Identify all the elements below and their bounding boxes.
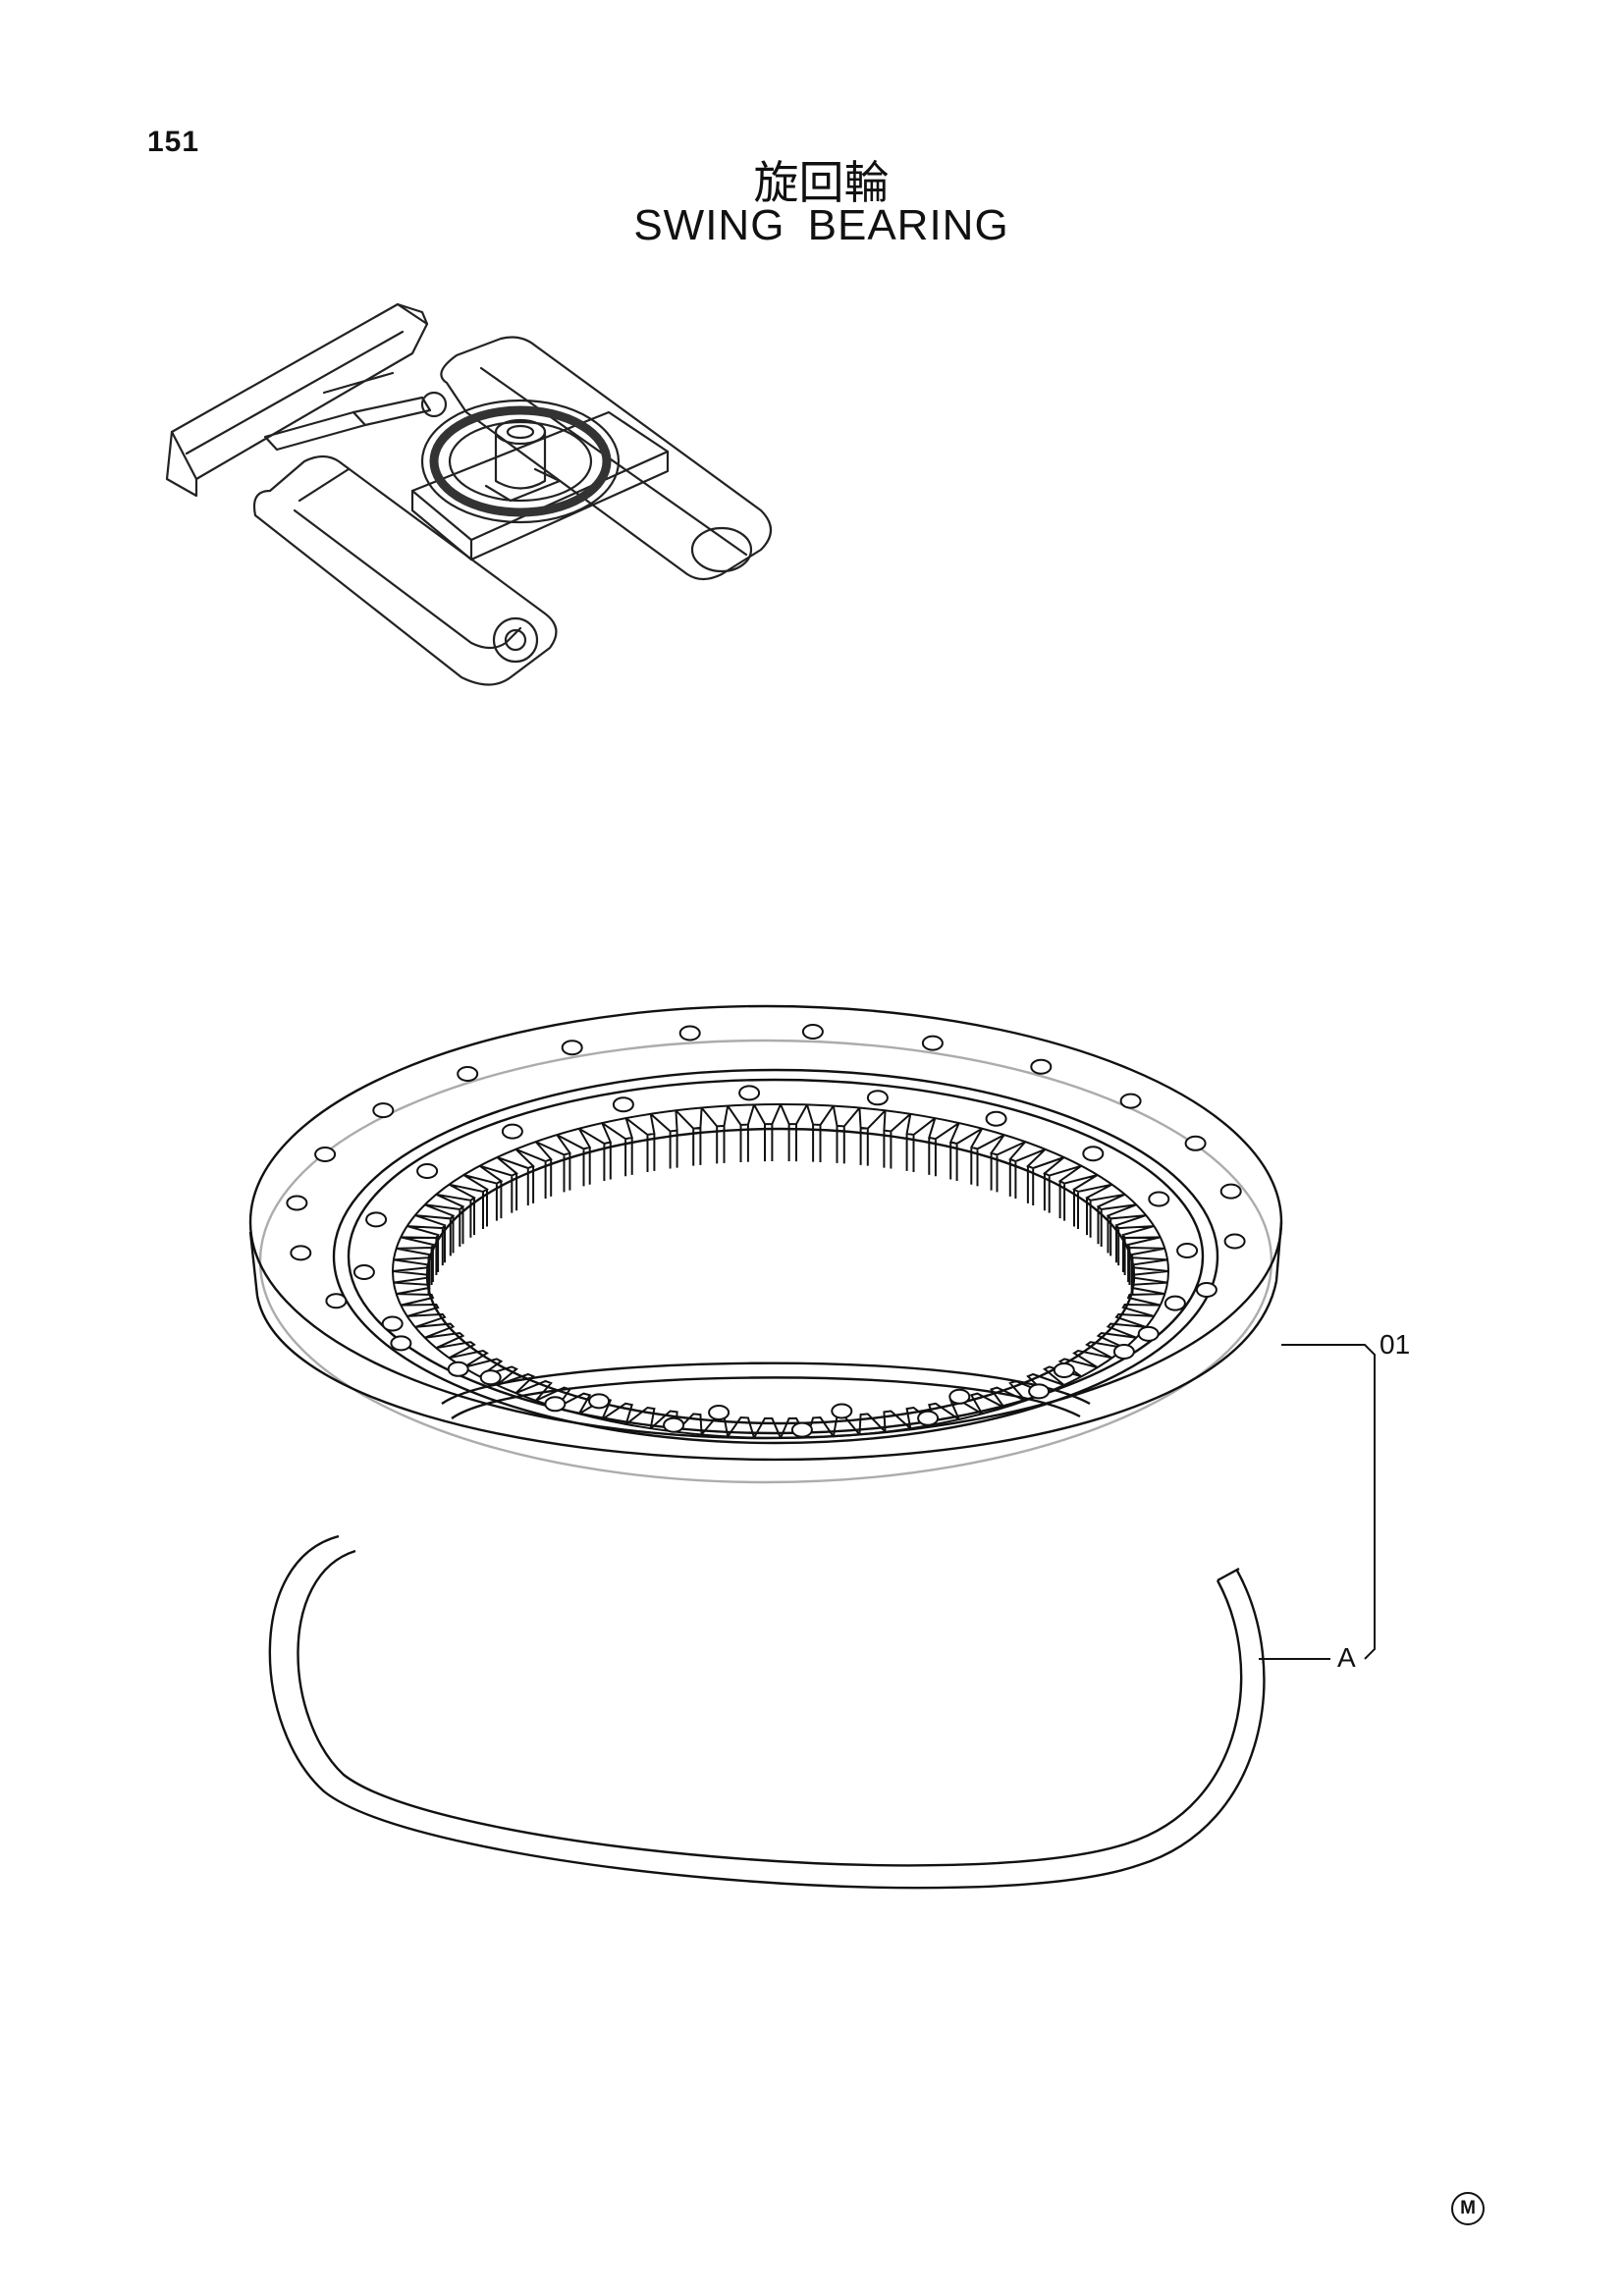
gear-teeth-path bbox=[392, 1103, 1169, 1439]
bolt-hole bbox=[612, 1096, 634, 1113]
title-english: SWING BEARING bbox=[633, 201, 1009, 249]
bolt-hole bbox=[1176, 1243, 1199, 1258]
bolt-hole bbox=[1112, 1344, 1135, 1360]
bolt-hole bbox=[985, 1110, 1007, 1127]
bolt-hole bbox=[457, 1066, 479, 1082]
bolt-hole bbox=[917, 1410, 940, 1426]
bolt-hole bbox=[416, 1163, 439, 1179]
bolt-hole bbox=[325, 1293, 348, 1309]
bolt-hole bbox=[479, 1369, 502, 1386]
bolt-hole bbox=[1195, 1282, 1217, 1298]
bolt-hole bbox=[738, 1085, 761, 1101]
bolt-hole bbox=[352, 1264, 375, 1280]
bolt-holes bbox=[286, 1024, 1246, 1438]
page-number: 151 bbox=[147, 126, 200, 158]
bolt-hole bbox=[801, 1024, 824, 1040]
callout-part-a: A bbox=[1337, 1642, 1356, 1673]
bolt-hole bbox=[286, 1195, 308, 1211]
bolt-hole bbox=[372, 1102, 395, 1119]
bolt-hole bbox=[1184, 1135, 1207, 1151]
bolt-hole bbox=[678, 1025, 701, 1041]
bolt-hole bbox=[1030, 1058, 1053, 1075]
bolt-hole bbox=[948, 1388, 971, 1405]
bolt-hole bbox=[501, 1123, 523, 1140]
leader-part-01 bbox=[1281, 1344, 1376, 1660]
bolt-hole bbox=[1028, 1383, 1051, 1400]
bolt-hole bbox=[831, 1403, 853, 1419]
bolt-hole bbox=[1148, 1191, 1170, 1207]
callout-part-01: 01 bbox=[1380, 1329, 1411, 1360]
title-japanese: 旋回輪 bbox=[753, 156, 890, 209]
bolt-hole bbox=[708, 1405, 730, 1420]
bolt-hole bbox=[790, 1421, 813, 1438]
bolt-hole bbox=[1137, 1325, 1160, 1342]
bolt-hole bbox=[390, 1335, 412, 1352]
bolt-hole bbox=[1082, 1146, 1105, 1162]
bolt-hole bbox=[866, 1090, 889, 1106]
bolt-hole bbox=[921, 1035, 944, 1051]
bolt-hole bbox=[314, 1147, 337, 1162]
bolt-hole bbox=[381, 1315, 404, 1332]
bolt-hole bbox=[290, 1245, 312, 1261]
footer-mark-icon: M bbox=[1451, 2192, 1485, 2225]
bolt-hole bbox=[365, 1211, 388, 1228]
seal-ring-a bbox=[268, 1534, 1266, 1890]
bolt-hole bbox=[663, 1416, 685, 1433]
bolt-hole bbox=[447, 1361, 469, 1377]
bolt-hole bbox=[544, 1396, 567, 1413]
bolt-hole bbox=[1219, 1183, 1242, 1200]
bolt-hole bbox=[1223, 1233, 1246, 1250]
bolt-hole bbox=[1163, 1295, 1186, 1311]
bolt-hole bbox=[588, 1393, 611, 1410]
bolt-hole bbox=[561, 1040, 583, 1056]
bolt-hole bbox=[1053, 1362, 1075, 1378]
gear-rim bbox=[392, 1103, 1169, 1439]
bolt-hole bbox=[1119, 1093, 1142, 1109]
gear-teeth bbox=[392, 1103, 1169, 1439]
